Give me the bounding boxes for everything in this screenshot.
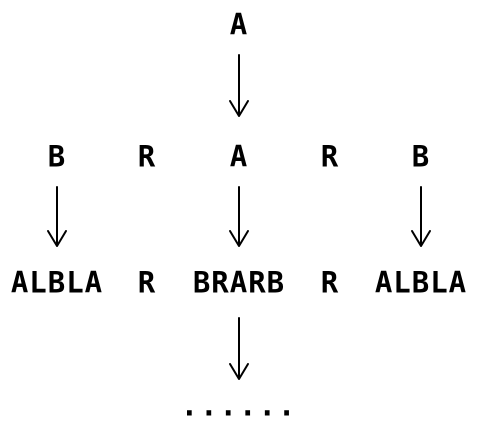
level1-right-symbol: B — [411, 139, 431, 174]
level2-right-string: ALBLA — [374, 265, 468, 300]
level1-center-symbol: A — [229, 139, 249, 174]
arrow-level1-right-down-icon — [411, 186, 431, 247]
level1-left-symbol: B — [47, 139, 67, 174]
level2-left-string: ALBLA — [10, 265, 104, 300]
level1-left-separator: R — [137, 139, 157, 174]
level2-center-string: BRARB — [192, 265, 286, 300]
level2-right-separator: R — [320, 265, 340, 300]
arrow-a-to-level1-icon — [229, 54, 249, 117]
level0-center-symbol: A — [229, 7, 249, 42]
arrow-level1-center-down-icon — [229, 186, 249, 247]
arrow-level2-center-down-icon — [229, 317, 249, 380]
continuation-ellipsis: ...... — [180, 388, 298, 423]
arrow-level1-left-down-icon — [47, 186, 67, 247]
level1-right-separator: R — [320, 139, 340, 174]
level2-left-separator: R — [137, 265, 157, 300]
